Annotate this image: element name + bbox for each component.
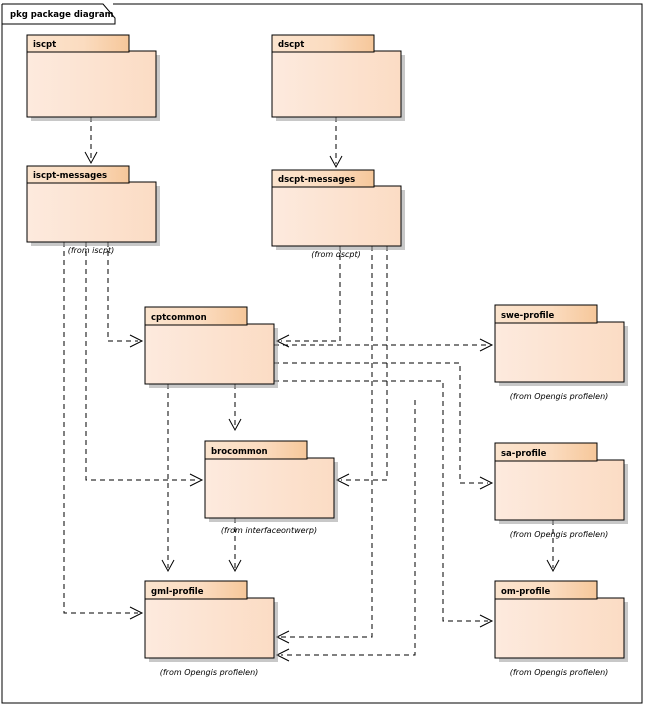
diagram-frame: pkg package diagram: [1, 3, 643, 704]
package-label-iscpt-messages: iscpt-messages: [33, 171, 107, 181]
package-from-sa-profile: (from Opengis profielen): [510, 530, 609, 539]
dependency-cptcommon-to-om-profile: [274, 380, 494, 628]
package-gml-profile[interactable]: gml-profile (from Opengis profielen): [144, 580, 278, 677]
dependency-cptcommon-to-sa-profile: [274, 362, 494, 490]
package-from-brocommon: (from interfaceontwerp): [221, 526, 317, 535]
package-from-gml-profile: (from Opengis profielen): [160, 668, 259, 677]
packages-layer: iscpt dscpt iscpt-messages (from iscpt): [26, 34, 628, 677]
dependency-iscpt-to-iscpt-messages: [84, 117, 98, 165]
package-sa-profile[interactable]: sa-profile (from Opengis profielen): [494, 442, 628, 539]
package-label-iscpt: iscpt: [33, 40, 56, 50]
dependency-iscpt-messages-to-cptcommon: [107, 242, 144, 348]
dependency-cptcommon-to-gml-profile: [161, 384, 175, 573]
package-label-gml-profile: gml-profile: [151, 587, 204, 597]
package-label-dscpt-messages: dscpt-messages: [278, 175, 355, 185]
dependency-iscpt-messages-to-brocommon: [85, 242, 204, 487]
dependency-cptcommon-to-brocommon: [228, 384, 242, 432]
package-from-om-profile: (from Opengis profielen): [510, 668, 609, 677]
package-iscpt[interactable]: iscpt: [26, 34, 160, 121]
dependency-brocommon-to-gml-profile: [228, 518, 242, 573]
package-cptcommon[interactable]: cptcommon: [144, 306, 278, 388]
package-swe-profile[interactable]: swe-profile (from Opengis profielen): [494, 304, 628, 401]
package-from-iscpt-messages: (from iscpt): [68, 246, 115, 255]
package-label-dscpt: dscpt: [278, 40, 304, 50]
package-dscpt-messages[interactable]: dscpt-messages (from dscpt): [271, 169, 405, 259]
package-dscpt[interactable]: dscpt: [271, 34, 405, 121]
dependency-cptcommon-to-swe-profile: [274, 338, 494, 352]
package-om-profile[interactable]: om-profile (from Opengis profielen): [494, 580, 628, 677]
dependency-dscpt-messages-to-cptcommon: [275, 246, 341, 348]
dependency-sa-profile-to-om-profile: [546, 520, 560, 573]
package-label-cptcommon: cptcommon: [151, 313, 207, 323]
package-iscpt-messages[interactable]: iscpt-messages (from iscpt): [26, 165, 160, 255]
package-from-swe-profile: (from Opengis profielen): [510, 392, 609, 401]
package-label-brocommon: brocommon: [211, 447, 268, 457]
frame-title-label: pkg package diagram: [10, 10, 114, 20]
dependency-dscpt-messages-to-brocommon: [335, 246, 388, 487]
dependency-dscpt-to-dscpt-messages: [329, 117, 343, 169]
dependency-iscpt-messages-to-gml-profile: [63, 242, 144, 620]
package-brocommon[interactable]: brocommon (from interfaceontwerp): [204, 440, 338, 535]
package-label-sa-profile: sa-profile: [501, 449, 547, 459]
package-label-swe-profile: swe-profile: [501, 311, 555, 321]
package-label-om-profile: om-profile: [501, 587, 551, 597]
package-from-dscpt-messages: (from dscpt): [311, 250, 360, 259]
